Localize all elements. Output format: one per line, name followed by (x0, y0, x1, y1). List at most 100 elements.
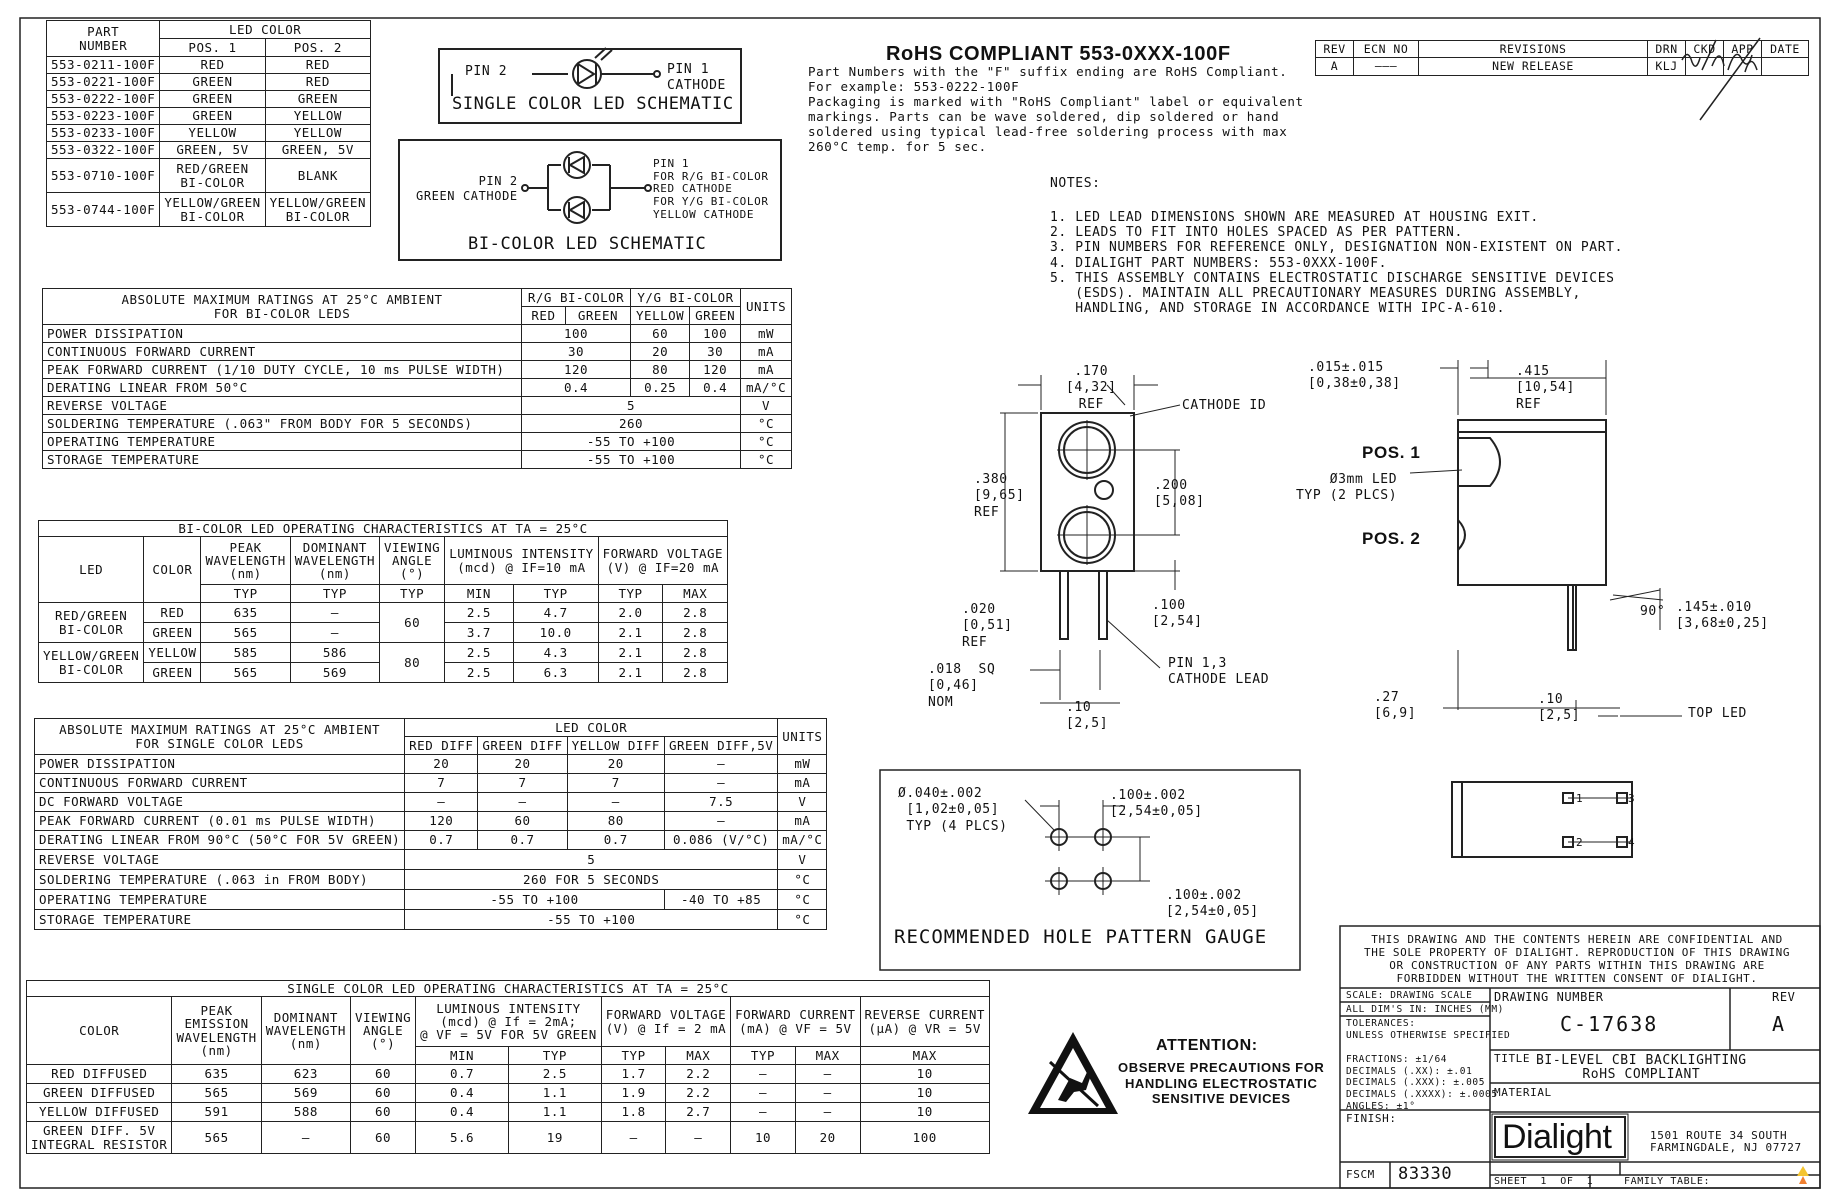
table-cell: VIEWING ANGLE (°) (378, 536, 446, 585)
table-cell: ——— (1352, 57, 1420, 76)
table-cell: BI-COLOR LED OPERATING CHARACTERISTICS A… (37, 520, 729, 537)
table-cell: R/G BI-COLOR (520, 288, 632, 307)
bicolor-led-symbol-icon (521, 151, 652, 224)
table-cell: -55 TO +100 (520, 450, 742, 469)
table-cell: GREEN (689, 306, 742, 325)
table-cell: — (477, 792, 568, 812)
table-cell: — (289, 622, 381, 643)
tolerances-block: TOLERANCES: UNLESS OTHERWISE SPECIFIED F… (1346, 1018, 1511, 1113)
table-cell: TYP (200, 584, 291, 603)
hole-pattern-title: RECOMMENDED HOLE PATTERN GAUGE (894, 926, 1268, 948)
table-cell: — (260, 1121, 351, 1154)
table-cell: 20 (404, 754, 479, 774)
table-cell: RED (143, 602, 202, 623)
table-cell: 10 (859, 1102, 990, 1122)
table-cell: GREEN (264, 90, 371, 108)
table-cell: -55 TO +100 (404, 889, 665, 910)
table-cell: 1.1 (507, 1102, 602, 1122)
table-cell: MIN (415, 1046, 509, 1065)
table-cell: 553-0233-100F (45, 124, 161, 142)
table-cell: 0.4 (689, 378, 742, 397)
table-cell: 80 (566, 811, 665, 831)
table-cell: FORWARD VOLTAGE (V) @ IF=20 mA (597, 536, 729, 585)
table-cell: GREEN DIFF,5V (663, 736, 779, 755)
table-cell: PEAK WAVELENGTH (nm) (200, 536, 291, 585)
table-cell: 2.8 (662, 622, 729, 643)
table-cell: -55 TO +100 (404, 909, 779, 930)
table-cell: POS. 2 (264, 38, 371, 57)
table-cell: 7 (404, 773, 479, 793)
table-cell: 1.8 (600, 1102, 667, 1122)
table-cell: 2.8 (662, 602, 729, 623)
table-cell: NEW RELEASE (1418, 57, 1649, 76)
dim-hole-100a: .100±.002 [2,54±0,05] (1110, 788, 1203, 820)
table-cell: 2.2 (665, 1064, 732, 1084)
table-cell: 60 (349, 1083, 417, 1103)
table-row: PEAK FORWARD CURRENT (1/10 DUTY CYCLE, 1… (42, 360, 792, 379)
table-cell: COLOR (143, 536, 202, 603)
table-cell: 120 (404, 811, 479, 831)
table-cell: RED DIFFUSED (25, 1064, 173, 1084)
table-cell: 10.0 (512, 622, 599, 643)
table-cell: 565 (200, 662, 291, 683)
table-cell: LUMINOUS INTENSITY (mcd) @ IF=10 mA (444, 536, 599, 585)
table-cell: 10 (859, 1083, 990, 1103)
table-cell: V (777, 849, 828, 870)
table-cell: — (730, 1102, 796, 1122)
dim-380: .380 [9,65] REF (974, 472, 1025, 520)
table-cell: APP (1722, 40, 1762, 58)
table-cell: 2.7 (665, 1102, 732, 1122)
pos2-label: POS. 2 (1362, 529, 1421, 548)
table-cell: ABSOLUTE MAXIMUM RATINGS AT 25°C AMBIENT… (33, 718, 406, 755)
pin13-label: PIN 1,3 CATHODE LEAD (1168, 656, 1270, 688)
table-cell: GREEN, 5V (159, 141, 266, 159)
table-cell: 100 (520, 324, 632, 343)
table-cell: 1.1 (507, 1083, 602, 1103)
table-cell: 553-0222-100F (45, 90, 161, 108)
dim-front-10: .10 [2,5] (1066, 700, 1109, 732)
table-cell: 553-0211-100F (45, 56, 161, 74)
table-cell: 635 (171, 1064, 262, 1084)
table-cell: SOLDERING TEMPERATURE (.063 in FROM BODY… (33, 869, 406, 890)
table-cell: MAX (665, 1046, 732, 1065)
table-cell: — (794, 1102, 861, 1122)
schem2-pin2-label: PIN 2 GREEN CATHODE (416, 174, 518, 204)
table-cell: 2.1 (597, 622, 664, 643)
dim-018: .018 SQ [0,46] NOM (928, 662, 996, 710)
table-cell: YELLOW (159, 124, 266, 142)
table-cell: POWER DISSIPATION (42, 324, 522, 343)
esd-warning-icon (1028, 1032, 1118, 1114)
table-cell: 2.8 (662, 662, 729, 683)
table-cell: mA (740, 360, 792, 379)
schem1-title: SINGLE COLOR LED SCHEMATIC (452, 94, 734, 114)
table-cell: 3.7 (444, 622, 514, 643)
table-cell: 5.6 (415, 1121, 509, 1154)
table-cell: 120 (520, 360, 632, 379)
table-cell: GREEN (159, 90, 266, 108)
table-cell: CONTINUOUS FORWARD CURRENT (33, 773, 406, 793)
table-cell: 0.086 (V/°C) (663, 830, 779, 850)
table-cell: GREEN, 5V (264, 141, 371, 159)
table-cell: REV (1315, 40, 1354, 58)
scale-label: SCALE: DRAWING SCALE (1346, 990, 1473, 1001)
dim-200: .200 [5,08] (1154, 478, 1205, 510)
dims-label: ALL DIM'S IN: INCHES (MM) (1346, 1004, 1504, 1015)
table-cell: 2.1 (597, 662, 664, 683)
table-row: STORAGE TEMPERATURE-55 TO +100°C (42, 450, 792, 469)
table-cell: — (730, 1064, 796, 1084)
table-cell: POS. 1 (159, 38, 266, 57)
schem2-pin1-label: PIN 1 FOR R/G BI-COLOR RED CATHODE FOR Y… (653, 157, 769, 221)
table-cell: PIN 2 GREEN CATHODE (416, 174, 518, 203)
dim-27: .27 [6,9] (1374, 690, 1417, 722)
table-cell: — (289, 602, 381, 623)
hole-pattern-drawing (879, 769, 1301, 971)
side-view-drawing (1409, 360, 1682, 717)
